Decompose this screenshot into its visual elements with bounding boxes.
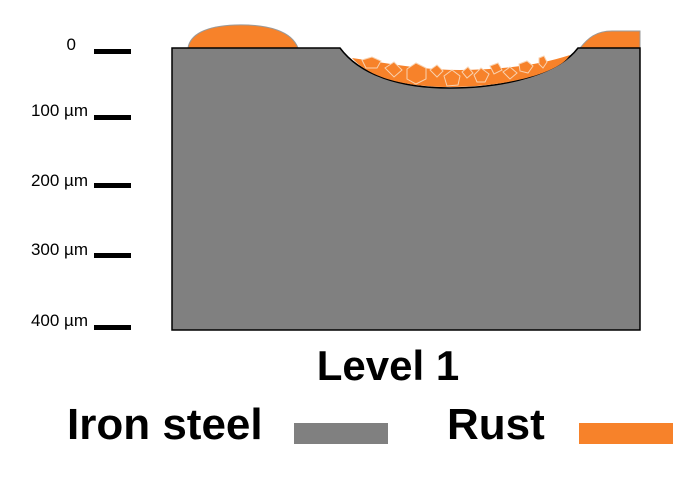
scale-label-200: 200 µm bbox=[30, 171, 88, 190]
scale-label-400: 400 µm bbox=[30, 311, 88, 330]
scale-label-100: 100 µm bbox=[30, 101, 88, 120]
scale-tick-300 bbox=[94, 253, 131, 258]
diagram-title: Level 1 bbox=[316, 342, 460, 389]
legend-swatch-iron-steel bbox=[294, 423, 388, 444]
scale-tick-100 bbox=[94, 115, 131, 120]
legend-label-iron-steel: Iron steel bbox=[67, 400, 263, 449]
scale-label-300: 300 µm bbox=[30, 240, 88, 259]
corrosion-cross-section bbox=[171, 24, 641, 331]
scale-tick-400 bbox=[94, 325, 131, 330]
scale-tick-200 bbox=[94, 183, 131, 188]
scale-label-0: 0 bbox=[66, 35, 76, 54]
rust-crystals bbox=[361, 55, 548, 87]
steel-block bbox=[171, 47, 641, 331]
legend-swatch-rust bbox=[579, 423, 673, 444]
legend-label-rust: Rust bbox=[447, 400, 545, 449]
rust-deposit-right bbox=[578, 30, 641, 49]
scale-tick-0 bbox=[94, 49, 131, 54]
rust-deposit-left bbox=[187, 24, 299, 49]
